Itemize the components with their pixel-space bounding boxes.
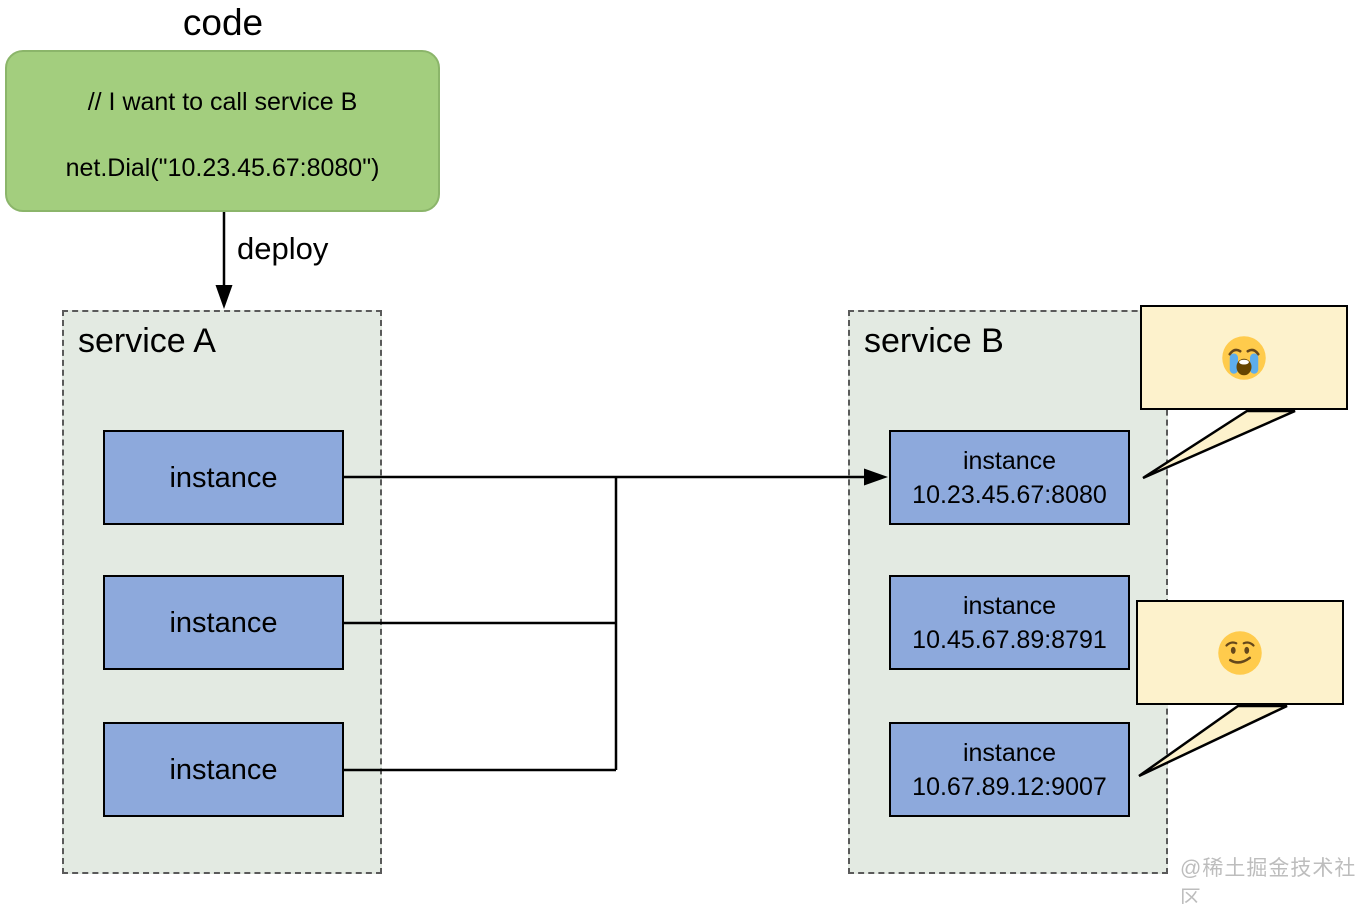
deploy-arrowhead-icon	[215, 285, 233, 309]
code-dial-line: net.Dial("10.23.45.67:8080")	[65, 154, 380, 182]
service-a-instance-3: instance	[103, 722, 344, 817]
service-b-instance-2: instance 10.45.67.89:8791	[889, 575, 1130, 670]
speech-bubble-smirking	[1136, 600, 1344, 705]
instance-address: 10.23.45.67:8080	[912, 480, 1107, 509]
instance-label: instance	[169, 606, 278, 639]
code-comment-line: // I want to call service B	[87, 88, 358, 116]
service-b-title: service B	[864, 322, 1004, 360]
code-box: // I want to call service B net.Dial("10…	[5, 50, 440, 212]
service-b-instance-3: instance 10.67.89.12:9007	[889, 722, 1130, 817]
service-b-container: service B instance 10.23.45.67:8080 inst…	[848, 310, 1168, 874]
service-a-instance-1: instance	[103, 430, 344, 525]
instance-label: instance	[962, 591, 1057, 620]
service-a-container: service A instance instance instance	[62, 310, 382, 874]
speech-bubble-crying	[1140, 305, 1348, 410]
instance-address: 10.45.67.89:8791	[912, 625, 1107, 654]
instance-label: instance	[962, 446, 1057, 475]
instance-address: 10.67.89.12:9007	[912, 772, 1107, 801]
smirking-face-emoji-icon	[1218, 630, 1262, 675]
watermark-text: @稀土掘金技术社区	[1180, 857, 1357, 904]
service-a-instance-2: instance	[103, 575, 344, 670]
loudly-crying-face-emoji-icon	[1222, 335, 1266, 380]
code-title: code	[182, 2, 264, 43]
service-b-instance-1: instance 10.23.45.67:8080	[889, 430, 1130, 525]
instance-label: instance	[169, 461, 278, 494]
service-a-title: service A	[78, 322, 216, 360]
deploy-label: deploy	[237, 231, 329, 266]
instance-label: instance	[962, 738, 1057, 767]
instance-label: instance	[169, 753, 278, 786]
